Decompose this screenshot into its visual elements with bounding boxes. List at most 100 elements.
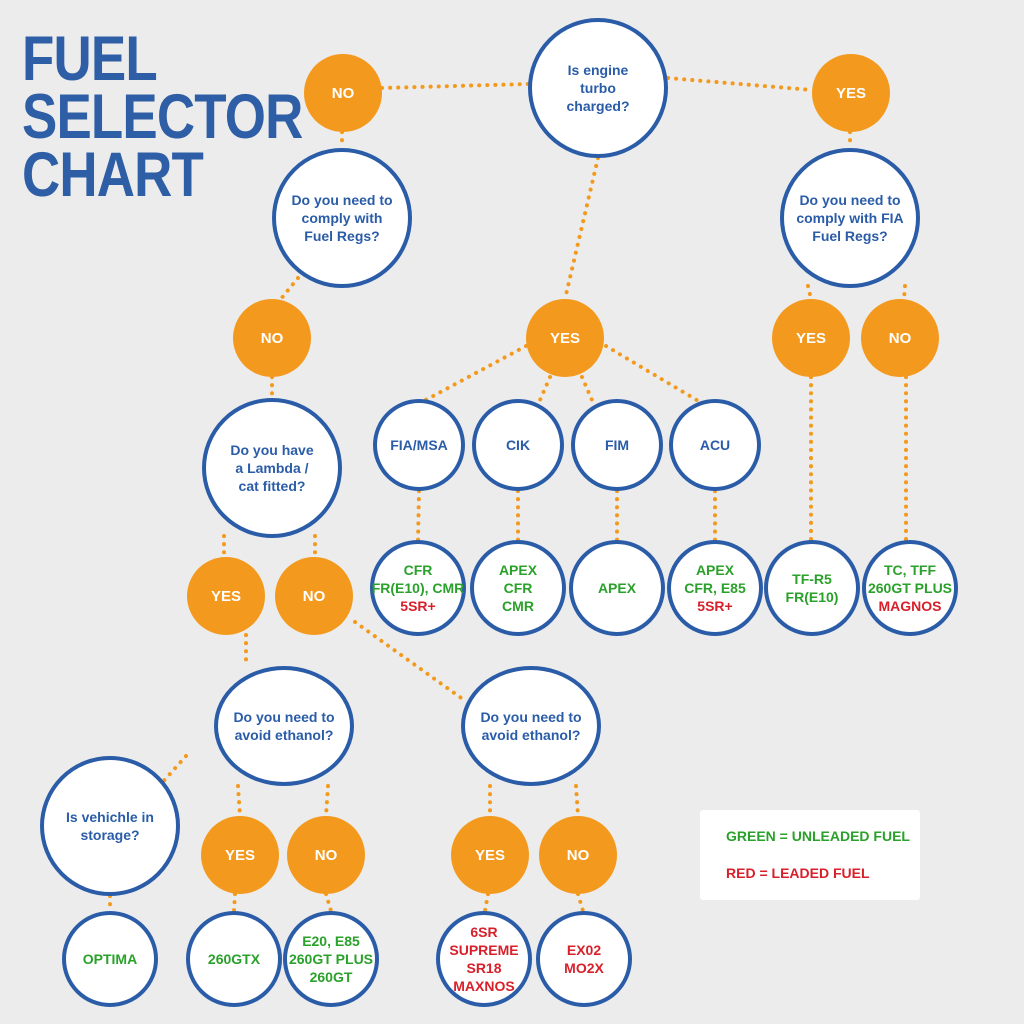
question-lambda-text: Do you have a Lambda / cat fitted? xyxy=(230,442,314,494)
question-fia-regs: Do you need to comply with FIA Fuel Regs… xyxy=(780,148,920,288)
answer-ethanol-left-no: NO xyxy=(287,816,365,894)
legend-unleaded: GREEN = UNLEADED FUEL xyxy=(726,828,910,844)
dotted-connector xyxy=(324,784,330,818)
question-ethanol-right-text: Do you need to avoid ethanol? xyxy=(480,709,582,743)
question-ethanol-right: Do you need to avoid ethanol? xyxy=(461,666,601,786)
dotted-connector xyxy=(666,76,814,92)
dotted-connector xyxy=(416,489,421,542)
answer-fia-yes-label: YES xyxy=(795,329,826,347)
fuel-name: CFR xyxy=(403,562,433,578)
answer-ethanol-right-yes: YES xyxy=(451,816,529,894)
answer-fia-yes: YES xyxy=(772,299,850,377)
answer-regs-yes: YES xyxy=(526,299,604,377)
result-fia-no: TC, TFF 260GT PLUS MAGNOS xyxy=(862,540,958,636)
fuel-name: 6SR xyxy=(470,924,498,940)
answer-fia-no-label: NO xyxy=(888,329,912,347)
fuel-name: FR(E10), CMR xyxy=(371,580,465,596)
dotted-connector xyxy=(236,784,242,818)
answer-ethanol-left-no-label: NO xyxy=(314,846,338,864)
question-storage: Is vehichle in storage? xyxy=(40,756,180,896)
dotted-connector xyxy=(580,375,594,402)
body-fim: FIM xyxy=(571,399,663,491)
fuel-name: SUPREME xyxy=(449,942,519,958)
fuel-name: TF-R5 xyxy=(792,571,832,587)
fuel-name: 260GT PLUS xyxy=(867,580,953,596)
fuel-name: APEX xyxy=(498,562,538,578)
question-fuel-regs-text: Do you need to comply with Fuel Regs? xyxy=(291,192,393,244)
title-line-1: FUEL xyxy=(22,24,158,94)
legend: GREEN = UNLEADED FUEL RED = LEADED FUEL xyxy=(700,810,920,900)
result-storage: OPTIMA xyxy=(62,911,158,1007)
dotted-connector xyxy=(806,284,813,301)
answer-regs-no: NO xyxy=(233,299,311,377)
result-cik: APEX CFR CMR xyxy=(470,540,566,636)
fuel-name: EX02 xyxy=(566,942,602,958)
answer-turbo-no: NO xyxy=(304,54,382,132)
answer-ethanol-right-no: NO xyxy=(539,816,617,894)
answer-ethanol-right-no-label: NO xyxy=(566,846,590,864)
fuel-name: CFR, E85 xyxy=(684,580,746,596)
dotted-connector xyxy=(278,276,300,302)
fuel-name: 5SR+ xyxy=(400,598,436,614)
fuel-name: APEX xyxy=(597,580,637,596)
fuel-name: 260GT PLUS xyxy=(288,951,374,967)
fuel-name: FR(E10) xyxy=(785,589,839,605)
dotted-connector xyxy=(563,156,600,301)
fuel-name: 260GT xyxy=(309,969,353,985)
body-fia-msa: FIA/MSA xyxy=(373,399,465,491)
fuel-name: OPTIMA xyxy=(82,951,138,967)
fuel-name: 5SR+ xyxy=(697,598,733,614)
dotted-connector xyxy=(483,892,490,913)
question-ethanol-left: Do you need to avoid ethanol? xyxy=(214,666,354,786)
dotted-connector xyxy=(420,344,528,404)
dotted-connector xyxy=(380,82,530,90)
body-acu: ACU xyxy=(669,399,761,491)
body-fia-msa-label: FIA/MSA xyxy=(390,437,448,453)
fuel-name: TC, TFF xyxy=(883,562,937,578)
question-storage-text: Is vehichle in storage? xyxy=(66,809,154,843)
result-fia-msa: CFR FR(E10), CMR 5SR+ xyxy=(370,540,466,636)
question-fia-regs-text: Do you need to comply with FIA Fuel Regs… xyxy=(796,192,904,244)
answer-lambda-yes: YES xyxy=(187,557,265,635)
result-ethanol-left-yes: 260GTX xyxy=(186,911,282,1007)
body-cik: CIK xyxy=(472,399,564,491)
dotted-connector xyxy=(574,784,580,818)
body-fim-label: FIM xyxy=(604,437,630,453)
chart-title: FUEL SELECTOR CHART xyxy=(22,24,303,210)
dotted-connector xyxy=(604,344,702,404)
fuel-name: MO2X xyxy=(564,960,604,976)
dotted-connector xyxy=(232,892,237,913)
fuel-name: MAGNOS xyxy=(878,598,942,614)
body-cik-label: CIK xyxy=(505,437,531,453)
fuel-name: 260GTX xyxy=(207,951,261,967)
fuel-name: SR18 xyxy=(466,960,502,976)
answer-turbo-yes: YES xyxy=(812,54,890,132)
fuel-name: CMR xyxy=(502,598,534,614)
fuel-name: E20, E85 xyxy=(302,933,360,949)
fuel-name: CFR xyxy=(503,580,533,596)
fuel-name: APEX xyxy=(695,562,735,578)
dotted-connector xyxy=(353,620,466,702)
answer-turbo-yes-label: YES xyxy=(835,84,866,102)
answer-lambda-no-label: NO xyxy=(302,587,326,605)
legend-leaded: RED = LEADED FUEL xyxy=(726,865,870,881)
answer-fia-no: NO xyxy=(861,299,939,377)
question-turbo-text: Is engine turbo charged? xyxy=(566,62,630,114)
answer-lambda-no: NO xyxy=(275,557,353,635)
dotted-connector xyxy=(538,375,552,402)
dotted-connector xyxy=(576,892,585,913)
result-ethanol-left-no: E20, E85 260GT PLUS 260GT xyxy=(283,911,379,1007)
title-line-2: SELECTOR xyxy=(22,82,303,152)
answer-regs-yes-label: YES xyxy=(549,329,580,347)
answer-ethanol-left-yes-label: YES xyxy=(224,846,255,864)
question-fuel-regs: Do you need to comply with Fuel Regs? xyxy=(272,148,412,288)
dotted-connector xyxy=(324,892,333,913)
title-line-3: CHART xyxy=(22,140,204,210)
dotted-connector xyxy=(902,284,907,301)
answer-lambda-yes-label: YES xyxy=(210,587,241,605)
answer-ethanol-left-yes: YES xyxy=(201,816,279,894)
result-fim: APEX xyxy=(569,540,665,636)
